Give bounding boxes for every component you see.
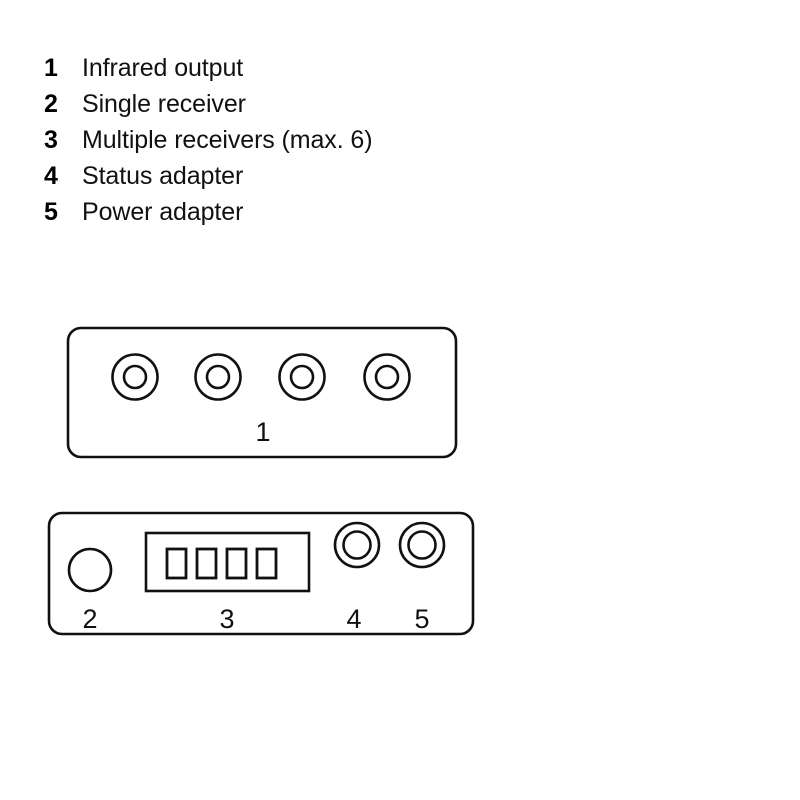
legend-number-3: 3 [44, 126, 58, 154]
legend-item-3: 3 Multiple receivers (max. 6) [44, 122, 564, 158]
infrared-port-4-icon [363, 353, 411, 401]
legend-label-2: Single receiver [82, 90, 246, 118]
legend-item-2: 2 Single receiver [44, 86, 564, 122]
callout-2-single-receiver: 2 [82, 604, 97, 634]
receiver-slot-4 [255, 547, 278, 580]
legend-number-1: 1 [44, 54, 58, 82]
receiver-adapter-panel: 2 3 4 5 [47, 511, 475, 636]
legend-label-5: Power adapter [82, 198, 244, 226]
legend-number-5: 5 [44, 198, 58, 226]
status-adapter-port-icon [333, 521, 381, 569]
infrared-port-2-icon [194, 353, 242, 401]
legend-label-1: Infrared output [82, 54, 244, 82]
infrared-port-3-icon [278, 353, 326, 401]
legend-item-5: 5 Power adapter [44, 194, 564, 230]
infrared-port-1-icon [111, 353, 159, 401]
callout-5-power-adapter: 5 [414, 604, 429, 634]
receiver-slot-1 [165, 547, 188, 580]
multiple-receivers-slot-block-icon [144, 531, 311, 593]
legend-number-2: 2 [44, 90, 58, 118]
callout-1-infrared-output: 1 [255, 417, 270, 447]
legend-label-4: Status adapter [82, 162, 244, 190]
receiver-panel-body [47, 511, 475, 636]
infrared-panel-body [66, 326, 458, 459]
legend-item-4: 4 Status adapter [44, 158, 564, 194]
legend-number-4: 4 [44, 162, 58, 190]
callout-3-multiple-receivers: 3 [219, 604, 234, 634]
single-receiver-port-icon [67, 547, 113, 593]
power-adapter-port-icon [398, 521, 446, 569]
legend-item-1: 1 Infrared output [44, 50, 564, 86]
infrared-output-panel: 1 [66, 326, 458, 459]
legend-list: 1 Infrared output 2 Single receiver 3 Mu… [44, 50, 564, 230]
receiver-slot-2 [195, 547, 218, 580]
callout-4-status-adapter: 4 [346, 604, 361, 634]
receiver-slot-3 [225, 547, 248, 580]
legend-label-3: Multiple receivers (max. 6) [82, 126, 373, 154]
